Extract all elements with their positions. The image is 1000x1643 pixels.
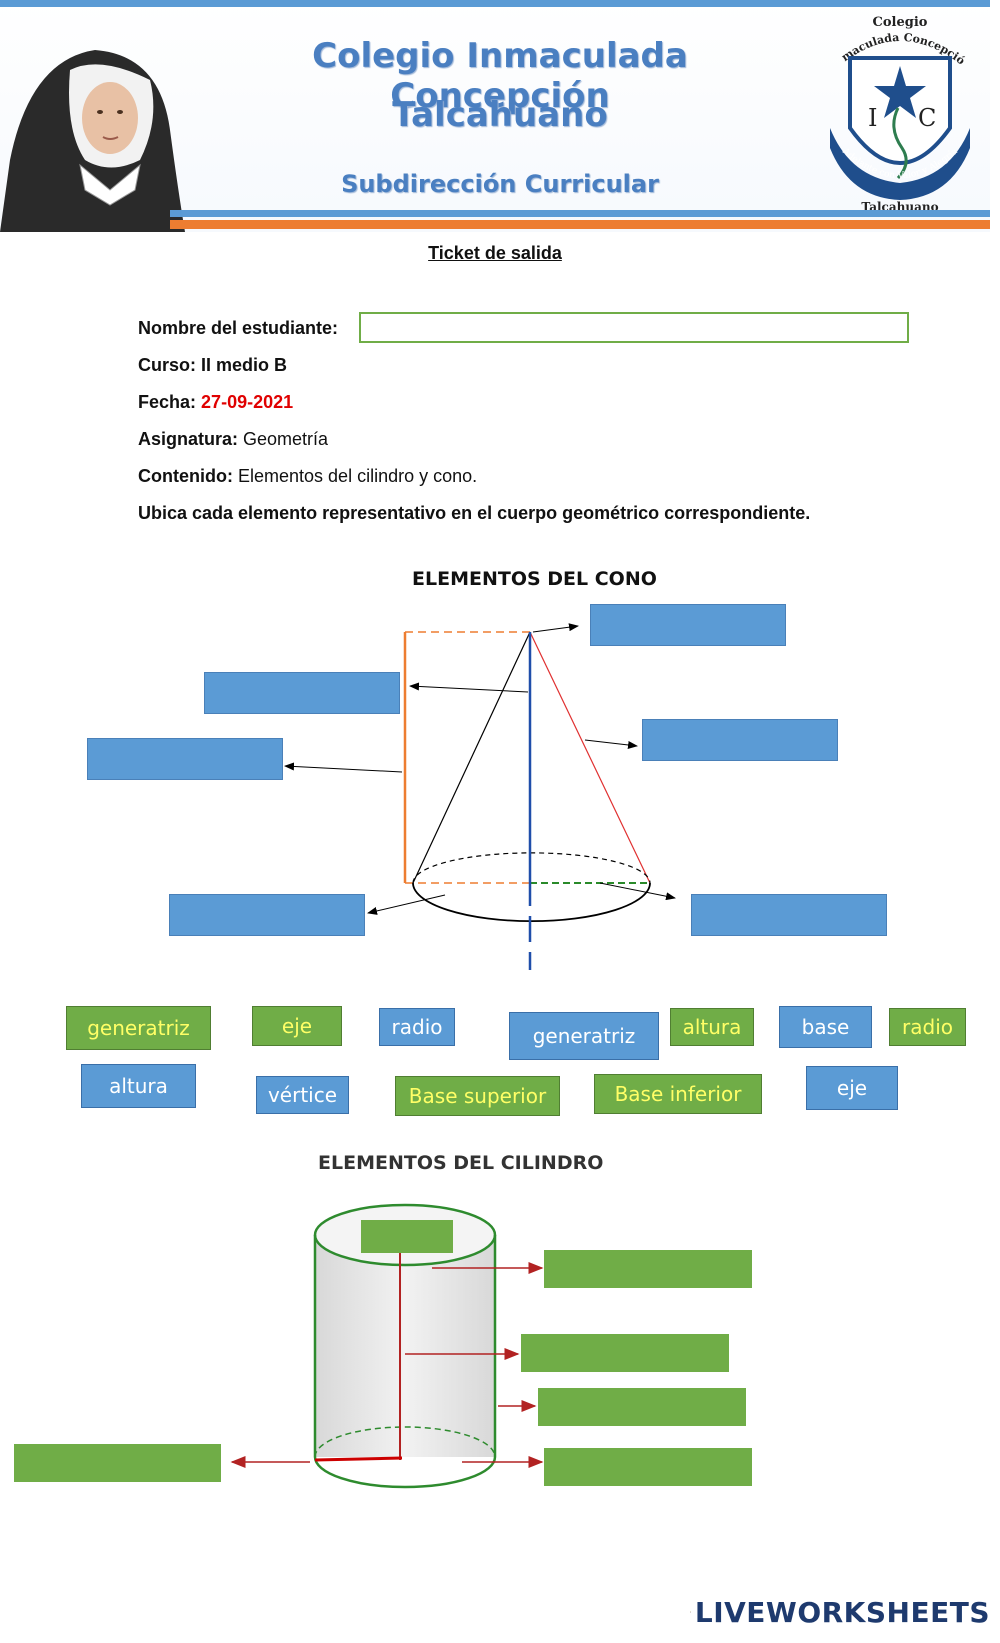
word-tile[interactable]: generatriz xyxy=(509,1012,659,1060)
word-tile[interactable]: base xyxy=(779,1006,872,1048)
crest-text-top: Colegio xyxy=(873,15,928,30)
word-tile[interactable]: Base inferior xyxy=(594,1074,762,1114)
cylinder-drop-radius[interactable] xyxy=(14,1444,221,1482)
cylinder-section-title: ELEMENTOS DEL CILINDRO xyxy=(318,1152,604,1174)
word-tile[interactable]: altura xyxy=(670,1008,754,1046)
cylinder-drop-upper-base[interactable] xyxy=(544,1250,752,1288)
cone-section-title: ELEMENTOS DEL CONO xyxy=(412,568,657,590)
liveworksheets-logo: LIVEWORKSHEETS xyxy=(690,1592,990,1632)
student-label: Nombre del estudiante: xyxy=(138,318,339,338)
content-line: Contenido: Elementos del cilindro y cono… xyxy=(138,466,478,486)
cone-drop-base[interactable] xyxy=(169,894,365,936)
word-tile[interactable]: eje xyxy=(252,1006,342,1046)
cylinder-drop-axis[interactable] xyxy=(521,1334,729,1372)
founder-portrait xyxy=(0,50,185,232)
brand-grid-icon xyxy=(690,1611,691,1613)
school-name: Colegio Inmaculada Concepción xyxy=(312,36,688,116)
instruction: Ubica cada elemento representativo en el… xyxy=(138,503,811,523)
crest-letter-c: C xyxy=(918,104,936,132)
header-blue-line xyxy=(170,210,990,217)
word-tile[interactable]: Base superior xyxy=(395,1076,560,1116)
cone-drop-radius[interactable] xyxy=(691,894,887,936)
word-tile[interactable]: generatriz xyxy=(66,1006,211,1050)
word-tile[interactable]: radio xyxy=(379,1008,455,1046)
cone-drop-generatrix[interactable] xyxy=(642,719,838,761)
cone-drop-vertex[interactable] xyxy=(590,604,786,646)
crest-text-bottom: Talcahuano xyxy=(861,200,938,213)
word-tile[interactable]: altura xyxy=(81,1064,196,1108)
header-top-line xyxy=(0,0,990,7)
crest-letter-i: I xyxy=(868,104,877,132)
student-name-input[interactable] xyxy=(359,312,909,343)
cone-drop-height[interactable] xyxy=(87,738,283,780)
word-tile[interactable]: radio xyxy=(889,1008,966,1046)
date-value: 27-09-2021 xyxy=(201,392,294,412)
header-orange-line xyxy=(170,220,990,229)
word-tile[interactable]: eje xyxy=(806,1066,898,1110)
page-header: Colegio Inmaculada Concepción Talcahuano… xyxy=(0,0,990,232)
cylinder-drop-generatrix[interactable] xyxy=(538,1388,746,1426)
department-name: Subdirección Curricular xyxy=(341,170,659,198)
cone-drop-axis[interactable] xyxy=(204,672,400,714)
school-city: Talcahuano xyxy=(392,95,608,135)
school-crest: Colegio Inmaculada Concepción I C Adelan… xyxy=(820,8,970,213)
cone-diagram xyxy=(284,623,676,970)
word-tile[interactable]: vértice xyxy=(256,1076,349,1114)
cylinder-drop-top[interactable] xyxy=(361,1220,453,1253)
course-line: Curso: II medio B xyxy=(138,355,288,375)
cylinder-drop-lower-base[interactable] xyxy=(544,1448,752,1486)
subject-line: Asignatura: Geometría xyxy=(138,429,329,449)
ticket-title: Ticket de salida xyxy=(428,243,562,263)
brand-text: LIVEWORKSHEETS xyxy=(694,1595,990,1629)
subject-value: Geometría xyxy=(243,429,329,449)
content-value: Elementos del cilindro y cono. xyxy=(238,466,478,486)
date-line: Fecha: 27-09-2021 xyxy=(138,392,294,412)
